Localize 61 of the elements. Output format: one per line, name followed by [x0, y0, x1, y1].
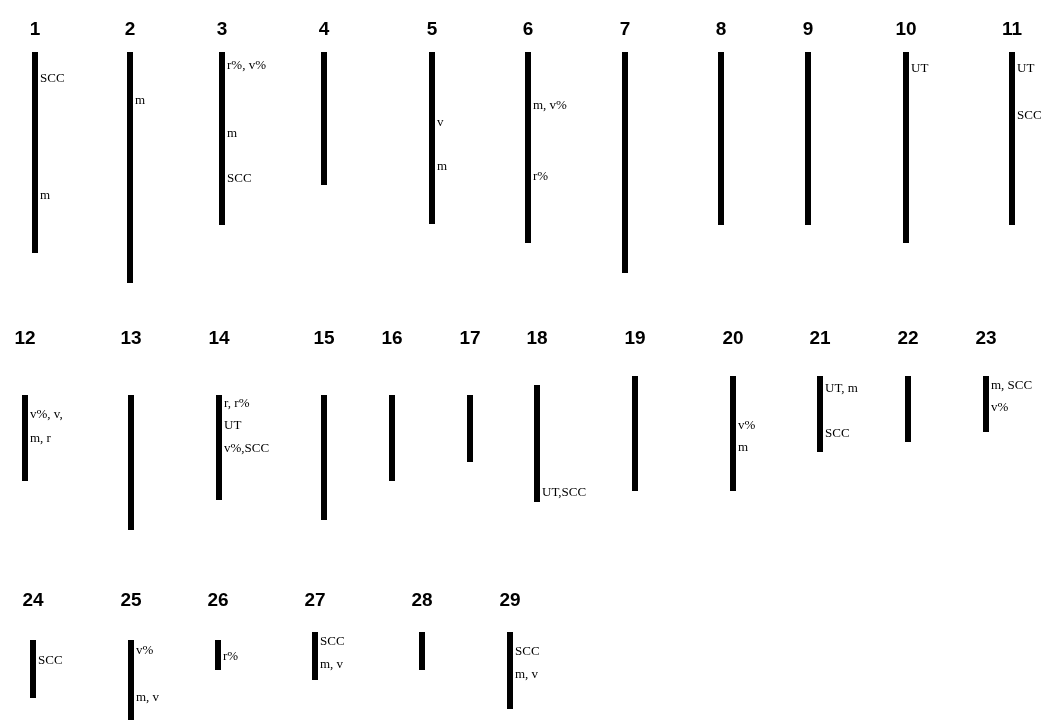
- chromosome-number: 5: [426, 18, 438, 40]
- marker-label: SCC: [320, 632, 345, 650]
- marker-label: v%, v, m, r: [30, 405, 64, 447]
- marker-label: r%, v%: [227, 56, 266, 74]
- chromosome-number: 26: [207, 589, 229, 611]
- chromosome-number: 12: [14, 327, 36, 349]
- chromosome-number: 24: [22, 589, 44, 611]
- chromosome-number: 19: [624, 327, 646, 349]
- marker-label: v%,SCC: [224, 439, 270, 457]
- marker-label: r%: [223, 647, 239, 665]
- chromosome-number: 15: [313, 327, 335, 349]
- marker-label: SCC: [515, 642, 540, 660]
- chromosome-number: 4: [318, 18, 330, 40]
- chromosome-number: 22: [897, 327, 919, 349]
- marker-label: v%: [738, 416, 756, 434]
- marker-label: m: [40, 186, 51, 204]
- marker-label: r%: [533, 167, 549, 185]
- marker-label: m, v%: [533, 96, 567, 114]
- marker-label: m, v: [320, 655, 344, 673]
- chromosome-number: 21: [809, 327, 831, 349]
- marker-label: SCC: [825, 424, 850, 442]
- chromosome-number: 2: [124, 18, 136, 40]
- chromosome-number: 10: [895, 18, 917, 40]
- marker-label: SCC: [40, 69, 65, 87]
- marker-label: m: [738, 438, 749, 456]
- chromosome-number: 29: [499, 589, 521, 611]
- marker-label: m, v: [136, 688, 160, 706]
- marker-label: SCC: [38, 651, 63, 669]
- marker-label: m, SCC: [991, 376, 1033, 394]
- chromosome-number: 17: [459, 327, 481, 349]
- chromosome-number: 25: [120, 589, 142, 611]
- marker-label: UT: [1017, 59, 1035, 77]
- marker-label: UT: [911, 59, 929, 77]
- marker-label: r, r%: [224, 394, 250, 412]
- chromosome-number: 8: [715, 18, 727, 40]
- marker-label: UT: [224, 416, 242, 434]
- marker-label: UT,SCC: [542, 483, 587, 501]
- chromosome-number: 20: [722, 327, 744, 349]
- marker-label: SCC: [227, 169, 252, 187]
- chromosome-number: 28: [411, 589, 433, 611]
- chromosome-number: 13: [120, 327, 142, 349]
- chromosome-number: 7: [619, 18, 631, 40]
- marker-label: UT, m: [825, 379, 858, 397]
- chromosome-number: 14: [208, 327, 230, 349]
- chromosome-number: 3: [216, 18, 228, 40]
- marker-label: m: [227, 124, 238, 142]
- marker-label: v%: [991, 398, 1009, 416]
- marker-label: m: [135, 91, 146, 109]
- marker-label: v%: [136, 641, 154, 659]
- chromosome-number: 6: [522, 18, 534, 40]
- chromosome-number: 27: [304, 589, 326, 611]
- chromosome-number: 23: [975, 327, 997, 349]
- chromosome-number: 16: [381, 327, 403, 349]
- chromosome-number: 9: [802, 18, 814, 40]
- marker-label: m, v: [515, 665, 539, 683]
- marker-label: v: [437, 113, 444, 131]
- chromosome-number: 1: [29, 18, 41, 40]
- chromosome-number: 11: [1001, 18, 1023, 40]
- chromosome-number: 18: [526, 327, 548, 349]
- marker-label: SCC: [1017, 106, 1042, 124]
- marker-label: m: [437, 157, 448, 175]
